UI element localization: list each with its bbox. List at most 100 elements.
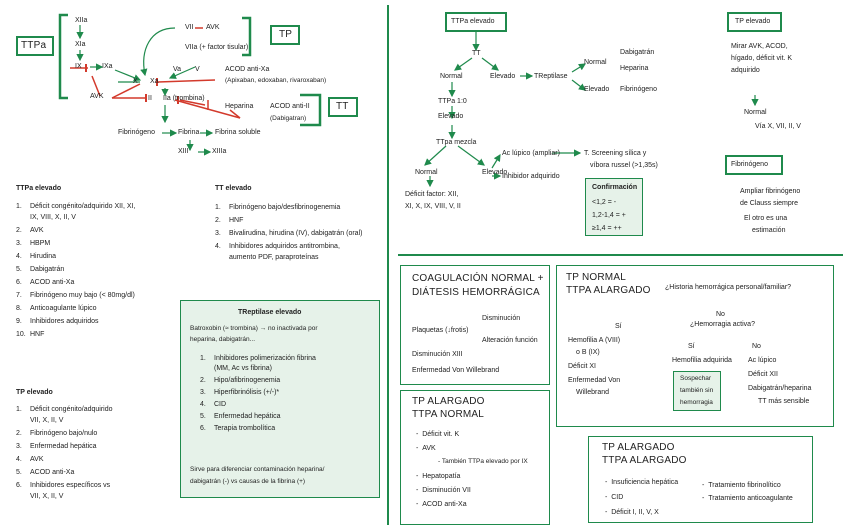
ttpa-elevado-title: TTPa elevado	[16, 185, 62, 192]
flow-treptilase: TReptilase	[534, 73, 568, 80]
flow-elevado2: Elevado	[584, 86, 610, 93]
coag-xiii: Disminución XIII	[412, 351, 463, 358]
tp-label-box	[270, 25, 300, 45]
coag-disminucion: Disminución	[482, 315, 521, 322]
fibrina: Fibrina	[178, 129, 200, 136]
tp-label: TP	[279, 29, 293, 40]
list-item: 8.Anticoagulante lúpico	[16, 305, 97, 312]
ttpa-elevado-flow-title: TTPa elevado	[451, 18, 495, 25]
factor-v: V	[195, 66, 200, 73]
factor-ix: IX	[75, 63, 82, 70]
fibrinogeno-l4: estimación	[752, 227, 786, 234]
flow-elevado3: Elevado	[438, 113, 464, 120]
tp-alargado-normal-title2: TTPA NORMAL	[412, 409, 485, 420]
factor-xiiia: XIIIa	[212, 148, 227, 155]
flow-ttpa-mezcla: TTpa mezcla	[436, 139, 477, 146]
ttpa-label-box	[16, 36, 54, 56]
list-item: 4.Hirudina	[16, 253, 57, 260]
tp-normal-vw2: Willebrand	[576, 389, 610, 396]
list-item: 10.HNF	[16, 331, 45, 338]
treptilase-box	[180, 300, 380, 498]
tp-normal-hem: Hemofilia A (VIII)	[568, 337, 621, 344]
tp-normal-defxii: Déficit XII	[748, 371, 778, 378]
flow-screening: T. Screening sílica y	[584, 150, 647, 157]
ttpa-elevado-flow-box	[445, 12, 507, 32]
confirmacion-title: Confirmación	[592, 184, 638, 191]
factor-iia: IIa (trombina)	[163, 95, 205, 102]
list-item: (MM, Ac vs fibrina)	[214, 365, 272, 372]
sospechar-l2: también sin	[680, 387, 714, 394]
flow-normal2: Normal	[584, 59, 607, 66]
tp-elevado-box-title: TP elevado	[735, 18, 771, 25]
list-item: 3.Enfermedad hepática	[16, 443, 97, 450]
list-item: 3.Bivalirudina, hirudina (IV), dabigatrá…	[215, 230, 363, 237]
list-item: IX, VIII, X, II, V	[30, 214, 76, 221]
confirmacion-box	[585, 178, 643, 236]
list-item: - Disminución VII	[416, 487, 471, 494]
list-item: 5.ACOD anti-Xa	[16, 469, 75, 476]
fibrinogeno-l1: Ampliar fibrinógeno	[740, 188, 801, 195]
list-item: - Tratamiento fibrinolítico	[702, 482, 781, 489]
sospechar-box	[673, 371, 721, 411]
confirmacion-line: 1,2-1,4 = +	[592, 212, 626, 219]
coag-normal-box	[400, 265, 550, 385]
factor-x: X	[133, 78, 138, 85]
list-item: 6.Terapia trombolítica	[200, 425, 276, 432]
tp-normal-hem2: o B (IX)	[576, 349, 600, 356]
list-item: - Déficit I, II, V, X	[605, 509, 659, 516]
tp-elevado-list-title: TP elevado	[16, 389, 53, 396]
list-item: - CID	[605, 494, 624, 501]
tp-alargado-alargado-title2: TTPA ALARGADO	[602, 455, 687, 466]
acod-antixa-sub: (Apixaban, edoxaban, rivaroxaban)	[225, 77, 327, 84]
sospechar-l1: Sospechar	[680, 375, 712, 382]
fibrinogeno-l3: El otro es una	[744, 215, 788, 222]
flow-deficit2: XI, X, IX, VIII, V, II	[405, 203, 461, 210]
flow-tt: TT	[472, 50, 481, 57]
coag-normal-title2: DIÁTESIS HEMORRÁGICA	[412, 287, 540, 298]
tp-normal-defxi: Déficit XI	[568, 363, 597, 370]
list-item: 7.Fibrinógeno muy bajo (< 80mg/dl)	[16, 292, 135, 299]
coag-vw: Enfermedad Von Willebrand	[412, 367, 500, 374]
acod-antixa: ACOD anti-Xa	[225, 66, 270, 73]
fibrinogeno-cascade: Fibrinógeno	[118, 129, 155, 136]
list-item: VII, X, II, V	[30, 417, 64, 424]
list-item: 2.AVK	[16, 227, 44, 234]
coag-alteracion: Alteración función	[482, 337, 538, 344]
factor-xiii: XIII	[178, 148, 189, 155]
confirmacion-line: ≥1,4 = ++	[592, 225, 622, 232]
tp-elevado-l2: hígado, déficit vit. K	[731, 55, 793, 62]
list-item: 6.Inhibidores específicos vs	[16, 482, 111, 489]
fibrina-soluble: Fibrina soluble	[215, 129, 261, 136]
factor-vii: VII	[185, 24, 194, 31]
list-item: 1.Fibrinógeno bajo/desfibrinogenemia	[215, 204, 341, 211]
list-item: 6.ACOD anti-Xa	[16, 279, 75, 286]
list-item: - Insuficiencia hepática	[605, 479, 679, 486]
factor-ii: II	[148, 95, 152, 102]
flow-deficit: Déficit factor: XII,	[405, 191, 459, 198]
tt-elevado-title: TT elevado	[215, 185, 252, 192]
factor-va: Va	[173, 66, 182, 73]
tp-elevado-box	[727, 12, 782, 32]
confirmacion-line: <1,2 = -	[592, 199, 617, 206]
tp-elevado-l3: adquirido	[731, 67, 760, 74]
treptilase-title: TReptilase elevado	[238, 309, 302, 316]
flow-fibrinogeno: Fibrinógeno	[620, 86, 657, 93]
list-item: 3.HBPM	[16, 240, 51, 247]
list-item: 1.Inhibidores polimerización fibrina	[200, 355, 316, 362]
avk-cascade: AVK	[90, 93, 104, 100]
treptilase-footer2: dabigatrán (-) vs causas de la fibrina (…	[190, 478, 306, 485]
tp-alargado-alargado-box	[588, 436, 813, 523]
tt-label: TT	[336, 101, 349, 112]
flow-heparina: Heparina	[620, 65, 649, 72]
avk-top: AVK	[206, 24, 220, 31]
ttpa-label: TTPa	[21, 40, 47, 51]
fibrinogeno-l2: de Clauss siempre	[740, 200, 798, 207]
flow-elevado4: Elevado	[482, 169, 508, 176]
tp-normal-hem-adq: Hemofilia adquirida	[672, 357, 732, 364]
list-item: 5.Enfermedad hepática	[200, 413, 281, 420]
tp-normal-dabig: Dabigatrán/heparina	[748, 385, 812, 392]
list-item: - Hepatopatía	[416, 473, 461, 480]
list-item: aumento PDF, paraproteínas	[229, 254, 319, 261]
factor-xiia: XIIa	[75, 17, 88, 24]
tt-label-box	[328, 97, 358, 117]
